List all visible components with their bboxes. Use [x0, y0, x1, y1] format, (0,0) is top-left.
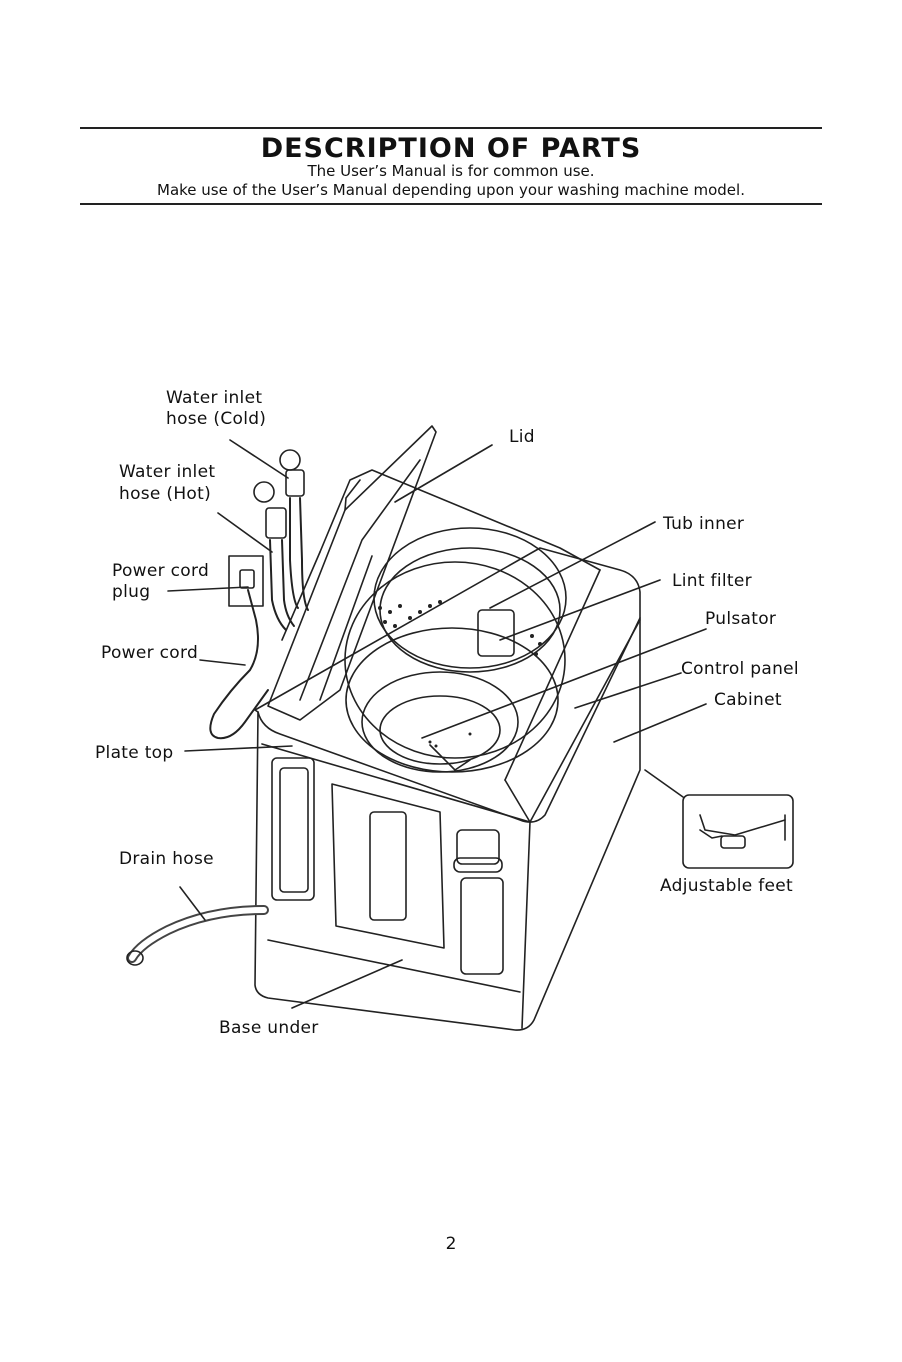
- leader-lid: [394, 444, 493, 503]
- power-cord-plug-outlet: [228, 555, 264, 607]
- leader-power-cord-plug: [167, 586, 249, 592]
- leader-cabinet: [613, 703, 707, 743]
- label-water-inlet-cold-line2: hose (Cold): [166, 409, 267, 429]
- leader-power-cord: [199, 659, 246, 666]
- label-tub-inner: Tub inner: [663, 514, 745, 534]
- label-water-inlet-hot-line1: Water inlet: [119, 462, 216, 482]
- leader-adjustable-feet: [644, 769, 684, 798]
- water-inlet-hose-hot: [269, 539, 287, 631]
- label-base-under: Base under: [219, 1018, 319, 1038]
- label-power-cord: Power cord: [101, 643, 199, 663]
- leader-pulsator: [421, 628, 707, 739]
- subtitle-line-1: The User’s Manual is for common use.: [307, 162, 595, 180]
- label-power-cord-plug-line2: plug: [112, 582, 151, 602]
- label-adjustable-feet: Adjustable feet: [660, 876, 794, 896]
- label-plate-top: Plate top: [95, 743, 174, 763]
- label-drain-hose: Drain hose: [119, 849, 214, 869]
- page-title: DESCRIPTION OF PARTS: [260, 133, 642, 164]
- leader-plate-top: [184, 745, 293, 752]
- leader-drain-hose: [179, 886, 206, 921]
- label-power-cord-plug-line1: Power cord: [112, 561, 210, 581]
- water-inlet-hose-cold: [289, 497, 299, 609]
- label-pulsator: Pulsator: [705, 609, 777, 629]
- leader-lint-filter: [499, 579, 661, 641]
- label-control-panel: Control panel: [681, 659, 799, 679]
- leader-tub-inner: [489, 521, 656, 609]
- label-lid: Lid: [509, 427, 535, 447]
- top-rule: [80, 127, 822, 129]
- leader-base-under: [291, 959, 403, 1009]
- page-number: 2: [445, 1234, 457, 1254]
- label-cabinet: Cabinet: [714, 690, 782, 710]
- leader-water-inlet-hot: [217, 512, 273, 553]
- adjustable-feet-detail-box: [682, 794, 794, 869]
- subtitle-line-2: Make use of the User’s Manual depending …: [157, 181, 745, 199]
- label-water-inlet-hot-line2: hose (Hot): [119, 484, 212, 504]
- bottom-rule: [80, 203, 822, 205]
- plate-top-outline: [257, 617, 641, 823]
- label-water-inlet-cold-line1: Water inlet: [166, 388, 263, 408]
- power-cord: [209, 589, 269, 740]
- leader-water-inlet-cold: [229, 439, 289, 479]
- label-lint-filter: Lint filter: [672, 571, 752, 591]
- cabinet-outline: [254, 547, 641, 1031]
- leader-control-panel: [574, 672, 682, 709]
